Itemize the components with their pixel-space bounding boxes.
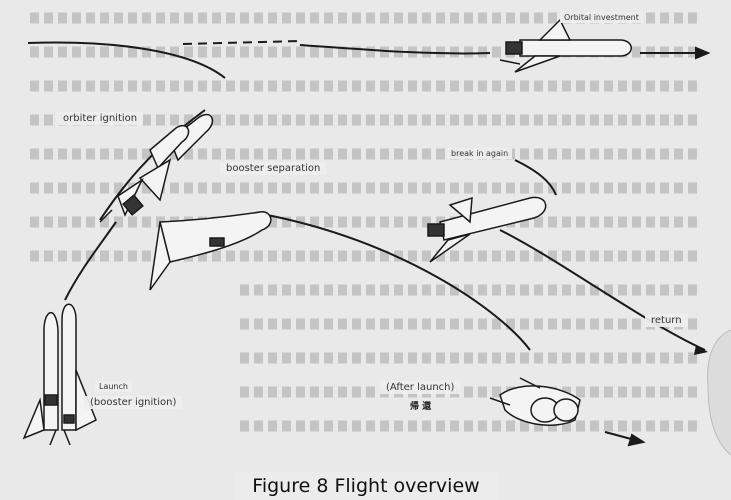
label-return: return bbox=[645, 314, 688, 327]
space-shuttle-icon bbox=[500, 20, 631, 72]
arrow-right-icon bbox=[694, 345, 708, 355]
label-launch: Launch bbox=[95, 381, 132, 392]
space-shuttle-icon bbox=[100, 115, 212, 222]
space-shuttle-icon bbox=[490, 378, 580, 425]
space-shuttle-icon bbox=[24, 304, 96, 445]
hand-shape bbox=[708, 330, 731, 455]
label-booster-separation: booster separation bbox=[220, 162, 326, 175]
label-kanji-return: 帰 還 bbox=[410, 399, 431, 412]
label-booster-ignition: (booster ignition) bbox=[84, 396, 182, 409]
label-after-launch: (After launch) bbox=[380, 381, 460, 394]
label-orbital-investment: Orbital investment bbox=[560, 12, 643, 23]
space-shuttle-icon bbox=[150, 212, 271, 290]
label-orbiter-ignition: orbiter ignition bbox=[57, 112, 143, 125]
background-text-texture bbox=[30, 18, 700, 426]
figure-caption: Figure 8 Flight overview bbox=[234, 472, 498, 500]
arrow-right-icon bbox=[605, 432, 643, 445]
label-break-in-again: break in again bbox=[447, 148, 512, 159]
